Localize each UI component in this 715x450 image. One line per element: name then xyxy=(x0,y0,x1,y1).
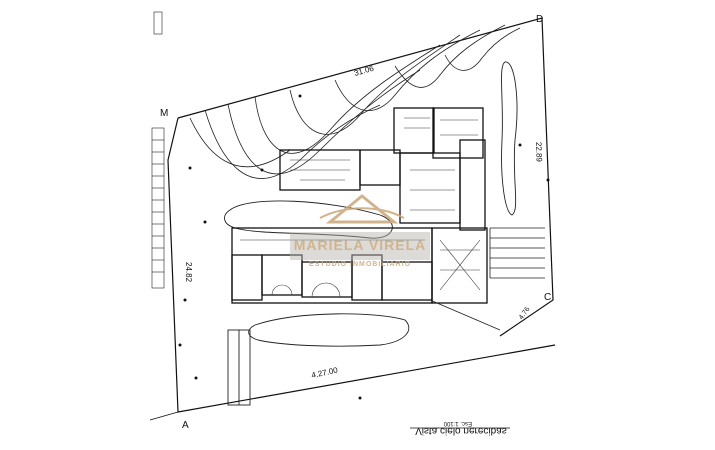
survey-points xyxy=(178,94,550,400)
building-interior-lines xyxy=(240,117,481,298)
watermark-tagline: ESTUDIO INMOBILIARIO xyxy=(309,261,411,268)
building-footprint xyxy=(231,107,488,304)
property-boundary xyxy=(149,17,556,421)
survey-table xyxy=(151,11,165,289)
caption-title: Vista cielo nerecibas xyxy=(415,425,507,436)
dimension-left: 24.82 xyxy=(184,262,193,283)
agency-watermark: MARIELA VIRELA ESTUDIO INMOBILIARIO xyxy=(290,194,430,268)
plan-caption: Vista cielo nerecibas xyxy=(415,425,507,436)
landscape-shapes xyxy=(224,61,518,347)
entrance-path xyxy=(227,299,501,406)
corner-label-a: A xyxy=(182,420,189,431)
caption-scale: Esc. 1:100 xyxy=(443,420,472,426)
corner-label-m: M xyxy=(160,108,168,119)
corner-label-d: D xyxy=(536,14,543,25)
watermark-name: MARIELA VIRELA xyxy=(294,237,426,253)
parking-stalls xyxy=(489,227,545,279)
dimension-right: 22.89 xyxy=(534,142,544,163)
corner-label-c: C xyxy=(544,292,551,303)
